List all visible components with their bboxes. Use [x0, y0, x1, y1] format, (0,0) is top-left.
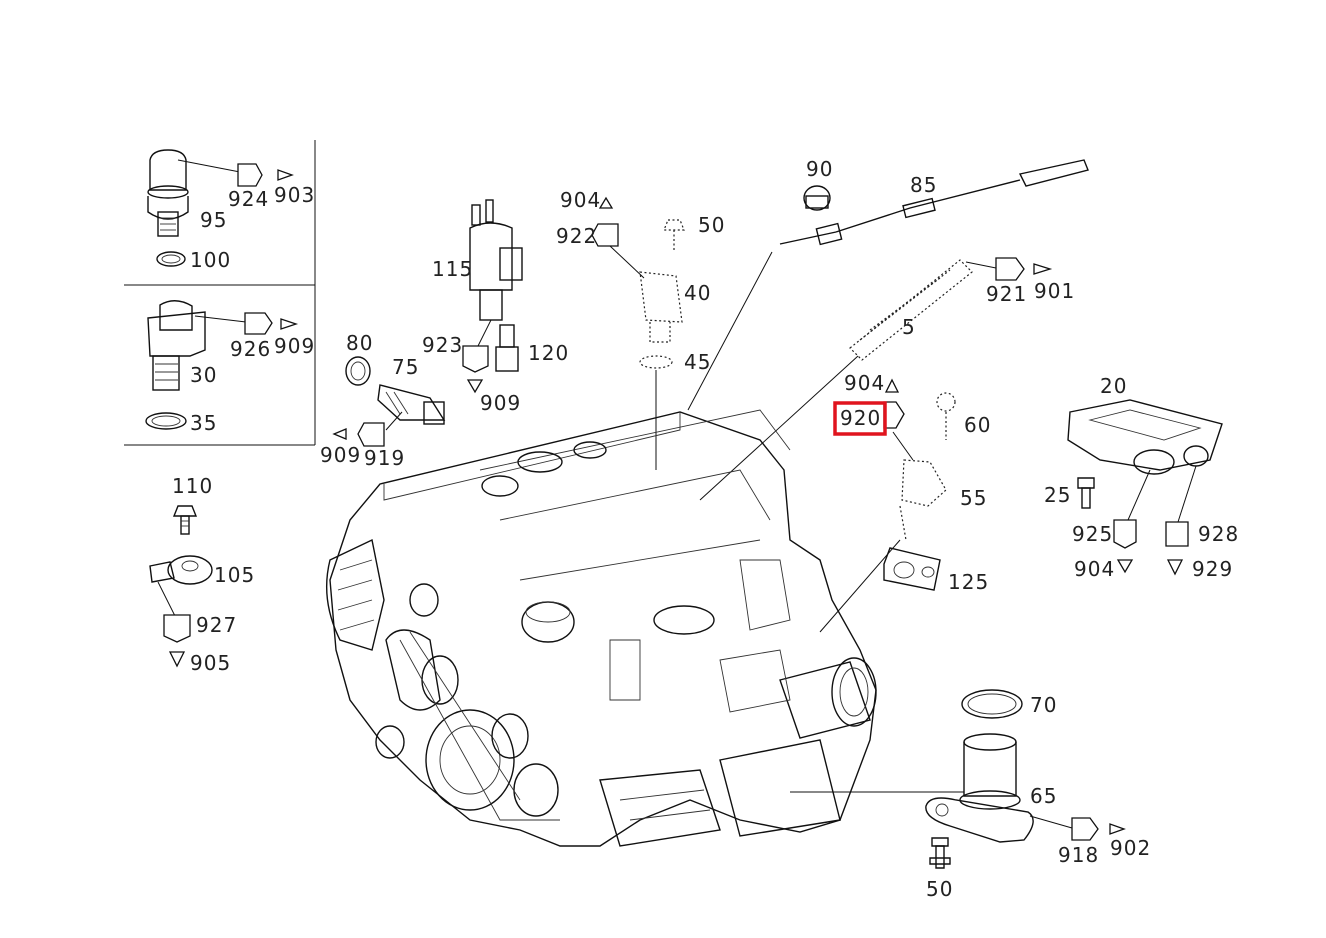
connector-922[interactable]: [591, 196, 645, 279]
label-75: 75: [392, 355, 419, 379]
connector-920[interactable]: [883, 378, 914, 461]
engine-block: [326, 409, 877, 847]
label-40: 40: [684, 281, 711, 305]
connector-925[interactable]: [1113, 519, 1137, 574]
label-924: 924: [228, 187, 269, 211]
highlight-box-920: [833, 401, 887, 436]
label-35: 35: [190, 411, 217, 435]
part-30-sensor[interactable]: [145, 300, 247, 430]
part-labels: 95 100 924 903 30 35 926 909 110 105 927…: [172, 157, 1239, 901]
label-928: 928: [1198, 522, 1239, 546]
label-901: 901: [1034, 279, 1075, 303]
part-110-bolt[interactable]: [172, 505, 198, 535]
label-926: 926: [230, 337, 271, 361]
label-45: 45: [684, 350, 711, 374]
label-120: 120: [528, 341, 569, 365]
part-60-screw[interactable]: [936, 392, 956, 440]
part-40-injector[interactable]: [639, 271, 683, 343]
connector-923[interactable]: [462, 345, 489, 394]
part-65-oil-sensor[interactable]: [790, 733, 1073, 843]
label-80: 80: [346, 331, 373, 355]
label-904-a: 904: [560, 188, 601, 212]
label-110: 110: [172, 474, 213, 498]
part-25-bolt[interactable]: [1077, 477, 1095, 509]
label-70: 70: [1030, 693, 1057, 717]
label-20: 20: [1100, 374, 1127, 398]
label-909-b: 909: [320, 443, 361, 467]
part-115-valve[interactable]: [469, 199, 523, 347]
label-30: 30: [190, 363, 217, 387]
part-90-plug[interactable]: [803, 185, 831, 211]
label-105: 105: [214, 563, 255, 587]
label-95: 95: [200, 208, 227, 232]
label-50-a: 50: [698, 213, 725, 237]
part-105-knock-sensor[interactable]: [149, 555, 213, 617]
part-70-o-ring[interactable]: [961, 689, 1023, 719]
connector-919[interactable]: [332, 422, 385, 447]
part-45-ring[interactable]: [639, 355, 673, 369]
part-120-cap[interactable]: [495, 324, 519, 372]
label-909-a: 909: [274, 334, 315, 358]
connector-921[interactable]: [965, 257, 1053, 281]
part-20-control-unit[interactable]: [1067, 399, 1223, 523]
label-100: 100: [190, 248, 231, 272]
label-921: 921: [986, 282, 1027, 306]
label-922: 922: [556, 224, 597, 248]
label-904-b: 904: [844, 371, 885, 395]
part-95-pressure-sensor[interactable]: [147, 149, 241, 267]
label-903: 903: [274, 183, 315, 207]
connector-927[interactable]: [163, 614, 191, 668]
label-920[interactable]: 920: [840, 406, 881, 430]
label-909-c: 909: [480, 391, 521, 415]
label-115: 115: [432, 257, 473, 281]
label-5: 5: [902, 315, 916, 339]
part-85-temperature-sensor[interactable]: [687, 159, 1089, 411]
inset-frame: [124, 140, 316, 446]
label-55: 55: [960, 486, 987, 510]
label-90: 90: [806, 157, 833, 181]
part-5-fuel-rail[interactable]: [699, 259, 973, 501]
connector-924[interactable]: [237, 163, 294, 187]
label-905: 905: [190, 651, 231, 675]
part-55-sensor[interactable]: [819, 459, 947, 633]
part-50-screw[interactable]: [663, 219, 685, 252]
connector-918[interactable]: [1071, 817, 1126, 841]
label-925: 925: [1072, 522, 1113, 546]
connector-928[interactable]: [1165, 521, 1189, 576]
connector-926[interactable]: [244, 312, 299, 335]
label-60: 60: [964, 413, 991, 437]
label-904-c: 904: [1074, 557, 1115, 581]
part-75-speed-sensor[interactable]: [377, 384, 446, 431]
part-80-seal-ring[interactable]: [345, 356, 371, 386]
label-125: 125: [948, 570, 989, 594]
label-927: 927: [196, 613, 237, 637]
label-919: 919: [364, 446, 405, 470]
label-918: 918: [1058, 843, 1099, 867]
part-125-gasket[interactable]: [883, 547, 941, 591]
label-929: 929: [1192, 557, 1233, 581]
label-50-b: 50: [926, 877, 953, 901]
label-65: 65: [1030, 784, 1057, 808]
label-923: 923: [422, 333, 463, 357]
part-50-bolt[interactable]: [929, 837, 951, 869]
label-902: 902: [1110, 836, 1151, 860]
label-25: 25: [1044, 483, 1071, 507]
label-85: 85: [910, 173, 937, 197]
